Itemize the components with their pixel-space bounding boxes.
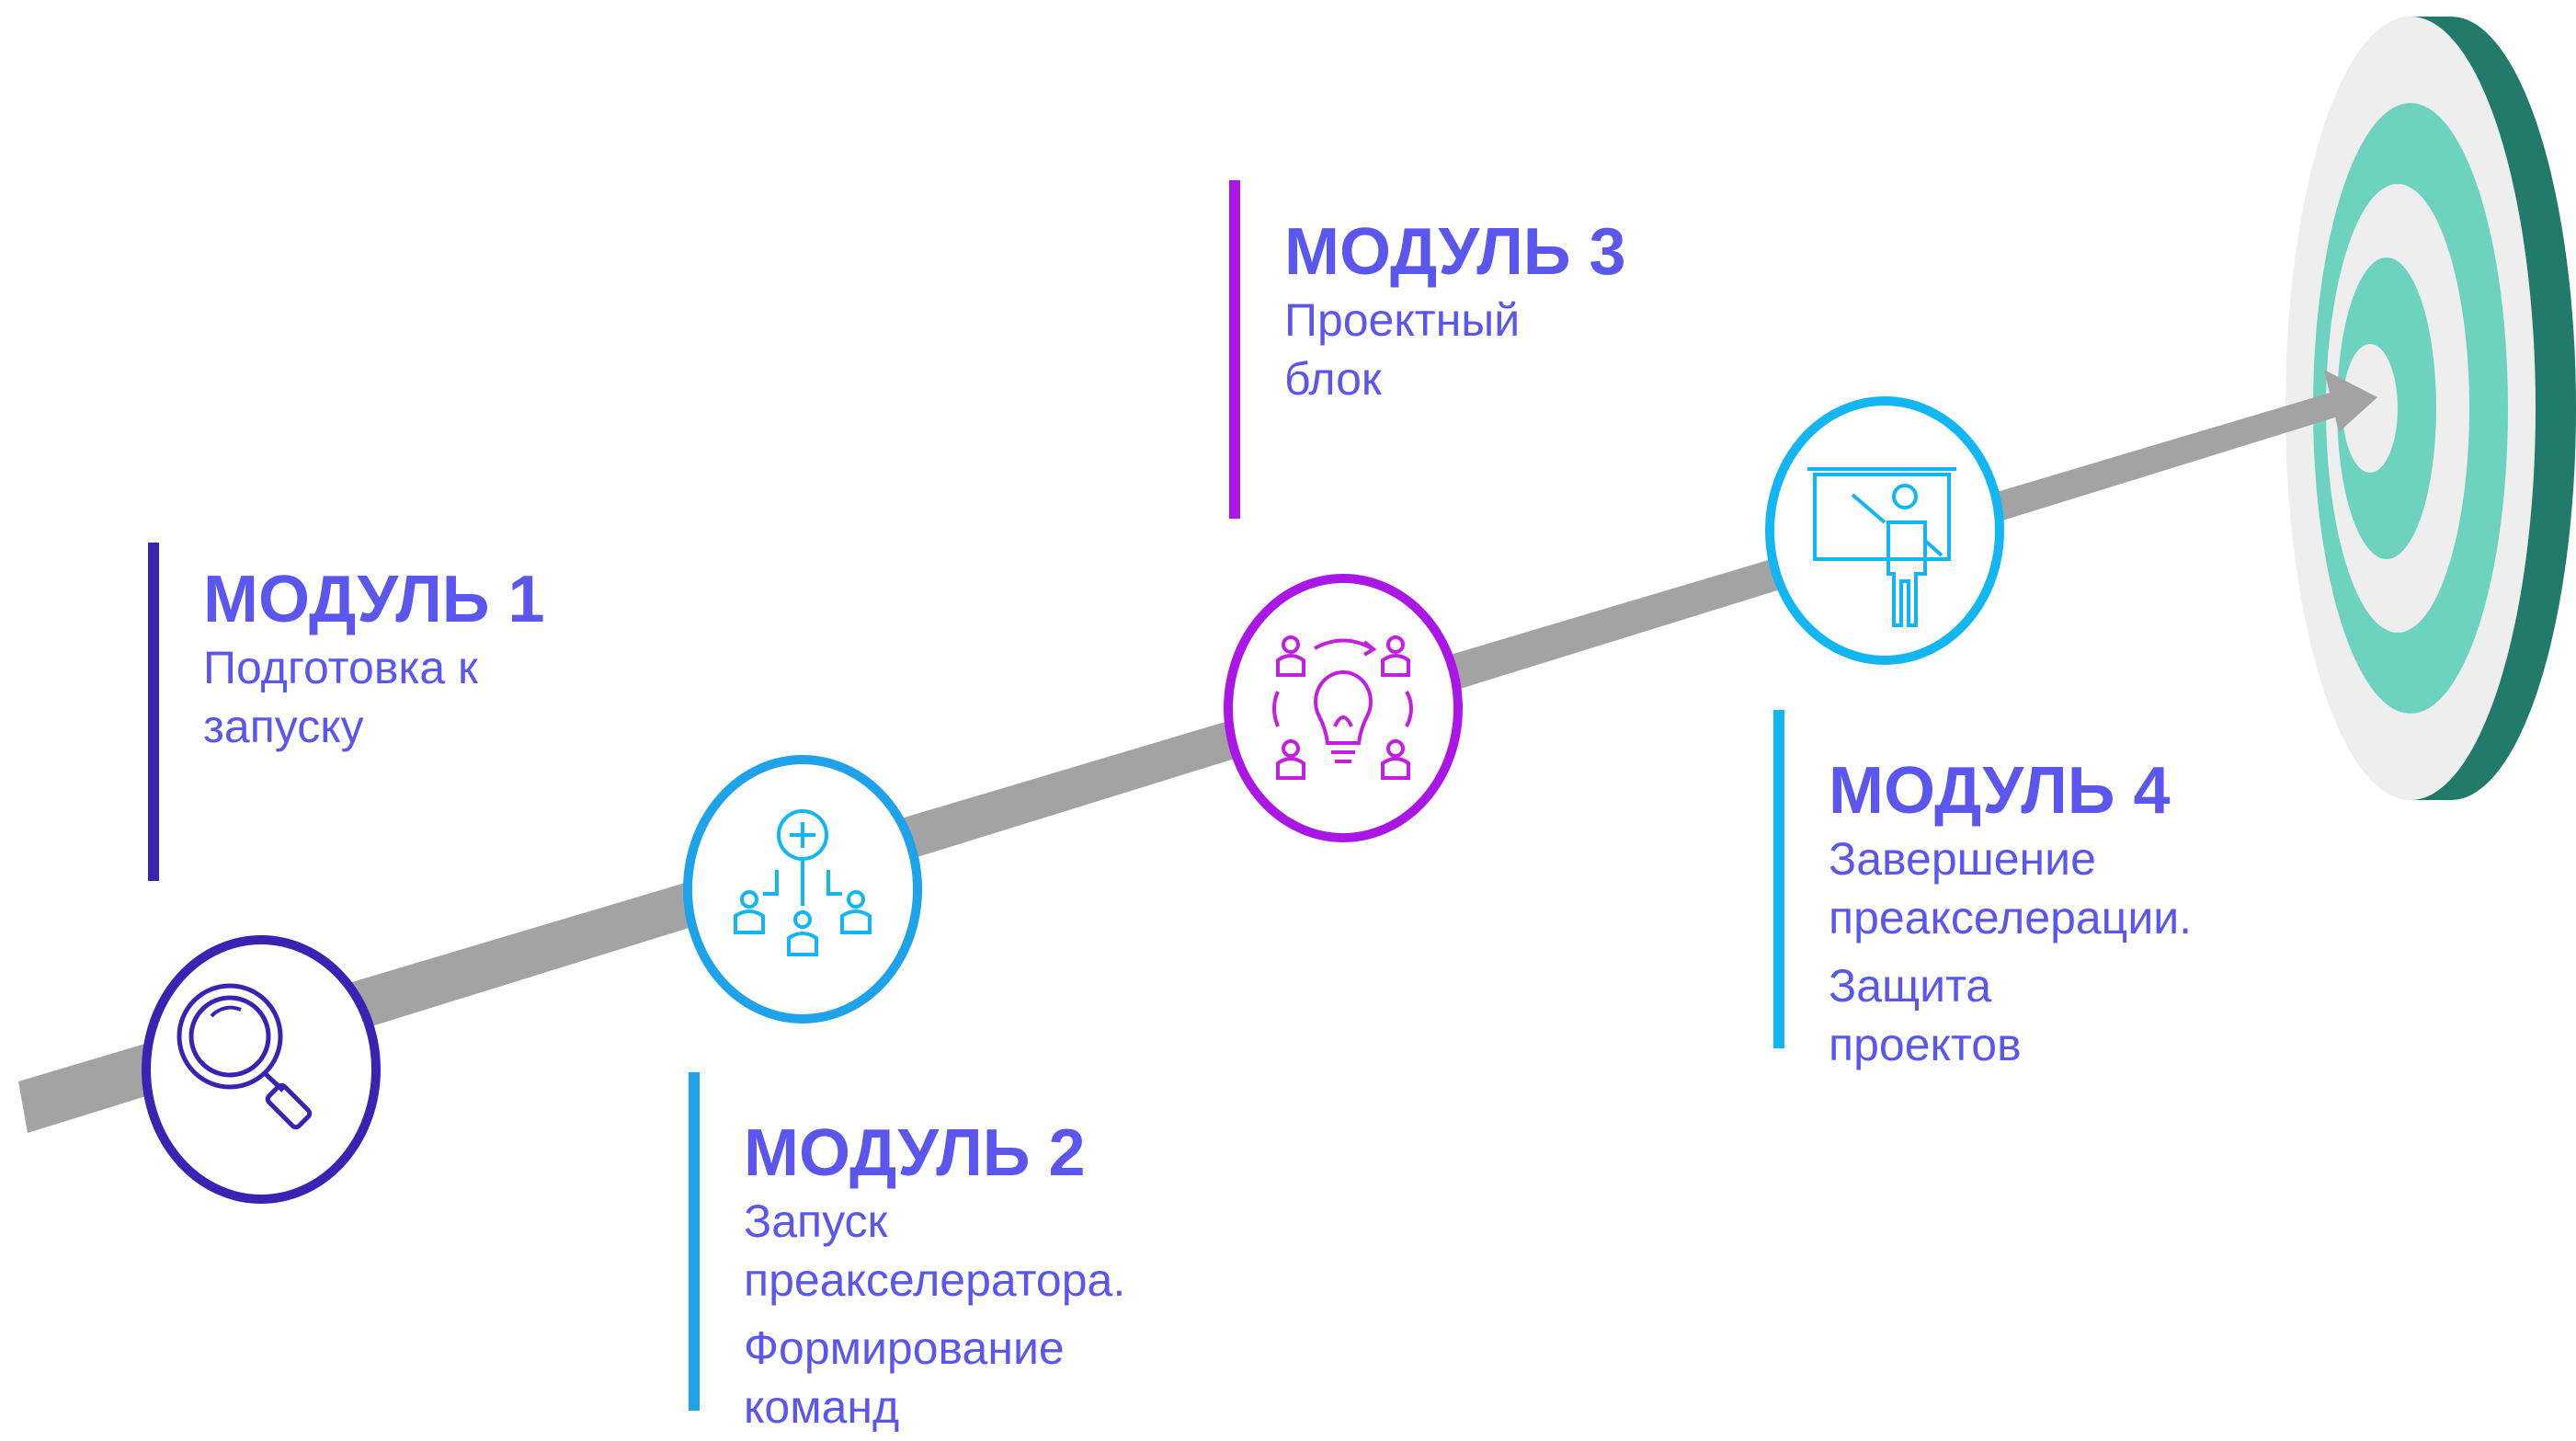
module-3-accent-bar <box>1229 180 1240 519</box>
module-2-line-1: Запуск преакселератора. <box>744 1195 1126 1306</box>
progress-arrow <box>18 370 2377 1133</box>
arrow-head <box>2324 370 2377 432</box>
module-4-accent-bar <box>1773 710 1784 1048</box>
team-structure-icon <box>734 809 872 956</box>
module-2-title: МОДУЛЬ 2 <box>744 1116 1086 1190</box>
module-2-text: МОДУЛЬ 2 Запуск преакселератора. Формиро… <box>744 1115 1125 1436</box>
module-3-text: МОДУЛЬ 3 Проектный блок <box>1284 213 1626 408</box>
module-2-line-2: Формирование команд <box>744 1322 1065 1433</box>
module-3-icon-circle <box>1224 574 1463 842</box>
lightbulb-team-icon <box>1272 635 1413 780</box>
module-2-icon-circle <box>683 755 922 1024</box>
module-3-title: МОДУЛЬ 3 <box>1284 215 1626 289</box>
module-3-line-1: Проектный блок <box>1284 294 1521 405</box>
module-1-accent-bar <box>148 543 159 881</box>
module-4-icon-circle <box>1765 396 2004 665</box>
module-4-title: МОДУЛЬ 4 <box>1829 754 2171 828</box>
module-1-line-1: Подготовка к запуску <box>203 642 478 752</box>
module-1-icon-circle <box>142 935 381 1204</box>
module-4-line-2: Защита проектов <box>1829 960 2022 1070</box>
target-bullseye <box>2342 344 2398 473</box>
target-icon <box>2285 17 2576 800</box>
arrow-shaft <box>18 389 2350 1133</box>
presenter-icon <box>1807 467 1956 627</box>
module-4-text: МОДУЛЬ 4 Завершение преакселерации. Защи… <box>1829 752 2192 1074</box>
module-4-line-1: Завершение преакселерации. <box>1829 833 2193 944</box>
magnifier-icon <box>177 983 313 1130</box>
module-1-text: МОДУЛЬ 1 Подготовка к запуску <box>203 561 545 756</box>
module-1-title: МОДУЛЬ 1 <box>203 563 545 636</box>
module-2-accent-bar <box>689 1072 700 1411</box>
